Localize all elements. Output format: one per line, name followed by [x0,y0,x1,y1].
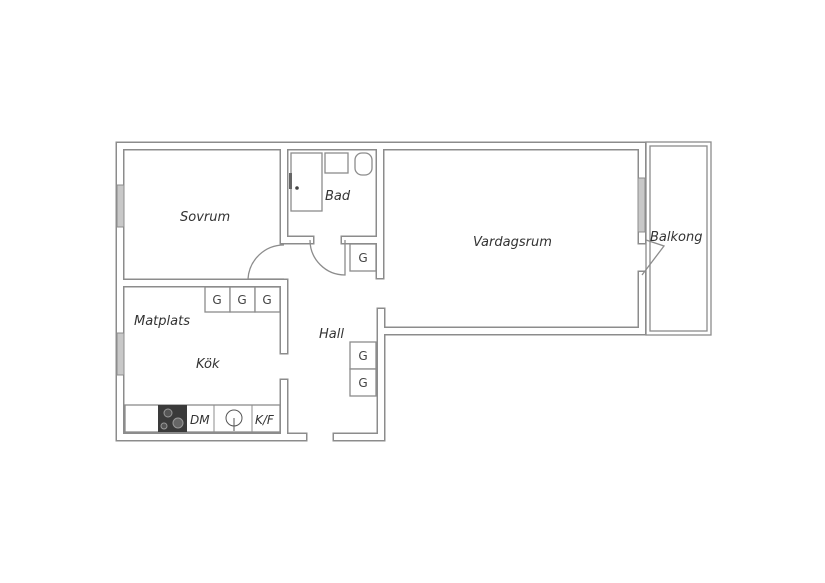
svg-text:G: G [358,349,367,363]
sink [324,152,349,174]
room-label-bad: Bad [325,189,351,204]
svg-text:G: G [212,293,221,307]
walls [115,141,647,442]
balcony-outline [645,141,712,336]
svg-text:G: G [237,293,246,307]
toilet [354,152,373,176]
closet-hall: G G [349,341,377,397]
shower [290,152,323,212]
drain-icon [295,186,299,190]
room-label-kok: Kök [196,357,220,372]
bad-door [309,239,346,276]
kitchen-counter: DM K/F [124,404,281,433]
dishwasher-label: DM [190,413,210,427]
svg-text:G: G [358,251,367,265]
room-label-hall: Hall [319,327,344,342]
room-label-vardagsrum: Vardagsrum [473,235,552,250]
shower-tap-icon [289,173,292,189]
sovrum-window [116,184,125,228]
fridge-label: K/F [255,413,275,427]
svg-text:G: G [358,376,367,390]
kok-window [116,332,125,376]
closet-bad: G [349,243,377,272]
balkong-door [641,239,666,276]
svg-text:G: G [262,293,271,307]
vardagsrum-window [637,177,646,233]
room-label-sovrum: Sovrum [180,210,230,225]
closet-row-kok: G G G [204,286,281,313]
sovrum-door [247,244,285,280]
room-label-matplats: Matplats [134,314,190,329]
room-label-balkong: Balkong [650,230,702,245]
